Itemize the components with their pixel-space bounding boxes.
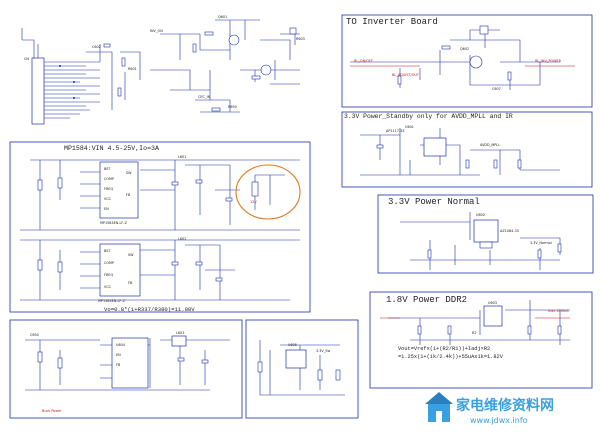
- svg-text:MP1584EN-LF-Z: MP1584EN-LF-Z: [98, 299, 126, 303]
- svg-text:FB: FB: [126, 193, 131, 197]
- svg-text:BST: BST: [104, 249, 111, 253]
- svg-text:L603: L603: [176, 331, 184, 335]
- svg-text:COMP: COMP: [104, 177, 114, 181]
- vo-formula: Vo=0.8*(1+R337/R380)=11.98V: [104, 306, 195, 313]
- svg-text:U604: U604: [116, 343, 125, 347]
- vout-formula-2: =1.25x(1+(1k/2.4k))+55uAx1k=1.82V: [398, 354, 504, 360]
- svg-text:BL_ADJUST/OUT: BL_ADJUST/OUT: [392, 73, 420, 77]
- svg-text:3.3V_Sw: 3.3V_Sw: [316, 349, 331, 353]
- bottom-left-section: U604 EN FB L603 C650 Buck Power: [9, 319, 243, 419]
- standby-section: 3.3V Power_Standby only for AVDD_MPLL an…: [341, 111, 593, 188]
- ddr2-heading: 1.8V Power DDR2: [386, 295, 467, 305]
- svg-text:R2: R2: [472, 331, 477, 335]
- svg-text:CEC_IN: CEC_IN: [198, 95, 211, 99]
- svg-text:R601: R601: [128, 67, 137, 71]
- svg-text:U601: U601: [405, 125, 414, 129]
- normal-heading: 3.3V Power Normal: [388, 197, 480, 207]
- svg-text:R603: R603: [296, 37, 305, 41]
- svg-text:BST: BST: [104, 167, 111, 171]
- connector-block: CN C602 R601: [21, 28, 141, 125]
- house-logo-icon: [425, 392, 453, 422]
- svg-text:INV_ON: INV_ON: [150, 29, 163, 33]
- svg-text:FREQ: FREQ: [104, 187, 113, 191]
- svg-text:U605: U605: [288, 343, 297, 347]
- svg-text:FB: FB: [116, 363, 121, 367]
- svg-text:AVDD_MPLL: AVDD_MPLL: [480, 143, 500, 147]
- svg-text:C607: C607: [492, 87, 501, 91]
- watermark: 家电维修资料网 www.jdwx.info: [425, 392, 554, 425]
- svg-text:VCC: VCC: [104, 197, 112, 201]
- normal-section: 3.3V Power Normal U602 AZ1084-33 3.3V_No…: [377, 194, 594, 274]
- mp1584-section: MP1584:VIN 4.5-25V,Io=3A BST COMP FREQ V…: [9, 141, 311, 313]
- svg-text:VCC: VCC: [104, 285, 112, 289]
- svg-text:R650: R650: [228, 105, 237, 109]
- svg-text:SW: SW: [126, 171, 132, 175]
- svg-text:FB: FB: [128, 281, 133, 285]
- svg-text:EN: EN: [104, 207, 109, 211]
- svg-text:Buck Power: Buck Power: [42, 409, 62, 413]
- svg-text:COMP: COMP: [104, 261, 114, 265]
- svg-text:CN: CN: [24, 57, 29, 61]
- svg-text:U602: U602: [476, 213, 485, 217]
- svg-text:3.3V_Normal: 3.3V_Normal: [530, 241, 552, 245]
- ddr2-section: 1.8V Power DDR2 U603 R2 max 450mA Vout=V…: [369, 291, 593, 389]
- svg-text:MP1584EN-LF-Z: MP1584EN-LF-Z: [100, 221, 128, 225]
- svg-text:AP1117-33: AP1117-33: [386, 129, 405, 133]
- svg-text:Q602: Q602: [460, 47, 469, 51]
- svg-text:12V: 12V: [250, 200, 257, 204]
- svg-text:U603: U603: [488, 301, 497, 305]
- inverter-section: TO Inverter Board BL_ON/OFF BL_ADJUST/OU…: [341, 14, 593, 108]
- svg-text:EN: EN: [116, 353, 121, 357]
- svg-text:max 450mA: max 450mA: [548, 309, 569, 313]
- svg-text:C602: C602: [92, 45, 101, 49]
- svg-text:Q601: Q601: [218, 15, 227, 19]
- standby-heading: 3.3V Power_Standby only for AVDD_MPLL an…: [344, 113, 513, 120]
- svg-text:BL_ON/OFF: BL_ON/OFF: [354, 59, 373, 63]
- top-middle-circuit: INV_ON Q601 R603 CEC_IN R650: [150, 15, 305, 113]
- svg-text:BL_INV_POWER: BL_INV_POWER: [535, 59, 562, 63]
- svg-text:C650: C650: [30, 333, 39, 337]
- mp1584-heading: MP1584:VIN 4.5-25V,Io=3A: [64, 145, 159, 152]
- bottom-middle-section: U605 3.3V_Sw: [245, 319, 359, 419]
- inverter-heading: TO Inverter Board: [346, 17, 438, 27]
- svg-text:L601: L601: [178, 155, 186, 159]
- highlight-ellipse: [235, 164, 301, 220]
- svg-text:FREQ: FREQ: [104, 273, 113, 277]
- watermark-url: www.jdwx.info: [470, 416, 528, 425]
- svg-text:SW: SW: [128, 253, 134, 257]
- svg-text:L602: L602: [178, 237, 186, 241]
- svg-text:AZ1084-33: AZ1084-33: [500, 229, 519, 233]
- vout-formula: Vout=Vrefx(1+(R2/R1))+Iadj×R2: [398, 346, 490, 352]
- watermark-chinese: 家电维修资料网: [456, 397, 554, 414]
